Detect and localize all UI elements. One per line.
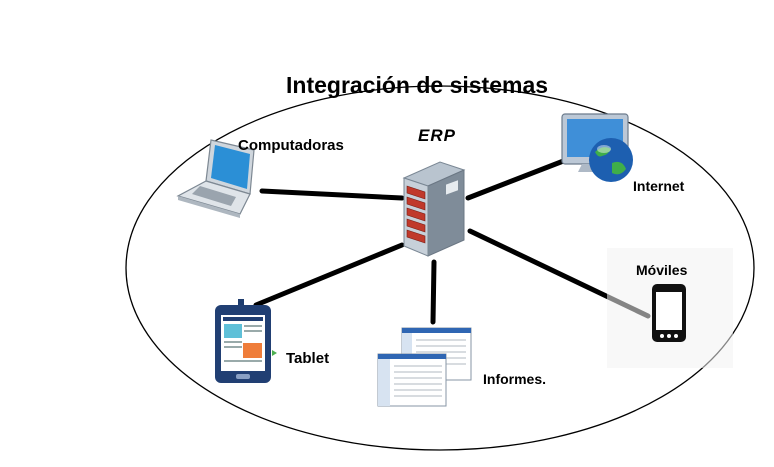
node-label-moviles: Móviles (636, 262, 688, 278)
node-label-internet: Internet (633, 178, 685, 194)
connector-internet (465, 157, 569, 201)
server-icon (402, 161, 466, 257)
tablet-icon (215, 299, 277, 383)
node-label-tablet: Tablet (286, 350, 330, 367)
report-windows-icon (377, 327, 472, 407)
node-label-computadoras: Computadoras (238, 137, 344, 154)
erp-label: ERP (418, 126, 456, 145)
laptop-icon (176, 139, 255, 218)
connector-computadoras (259, 188, 405, 201)
node-label-informes: Informes. (483, 371, 547, 387)
system-boundary-ellipse (125, 85, 755, 451)
globe-monitor-icon (561, 113, 633, 182)
connector-tablet (253, 242, 405, 308)
smartphone-icon (607, 248, 733, 368)
connector-informes (430, 259, 437, 325)
diagram-title: Integración de sistemas (286, 72, 549, 98)
